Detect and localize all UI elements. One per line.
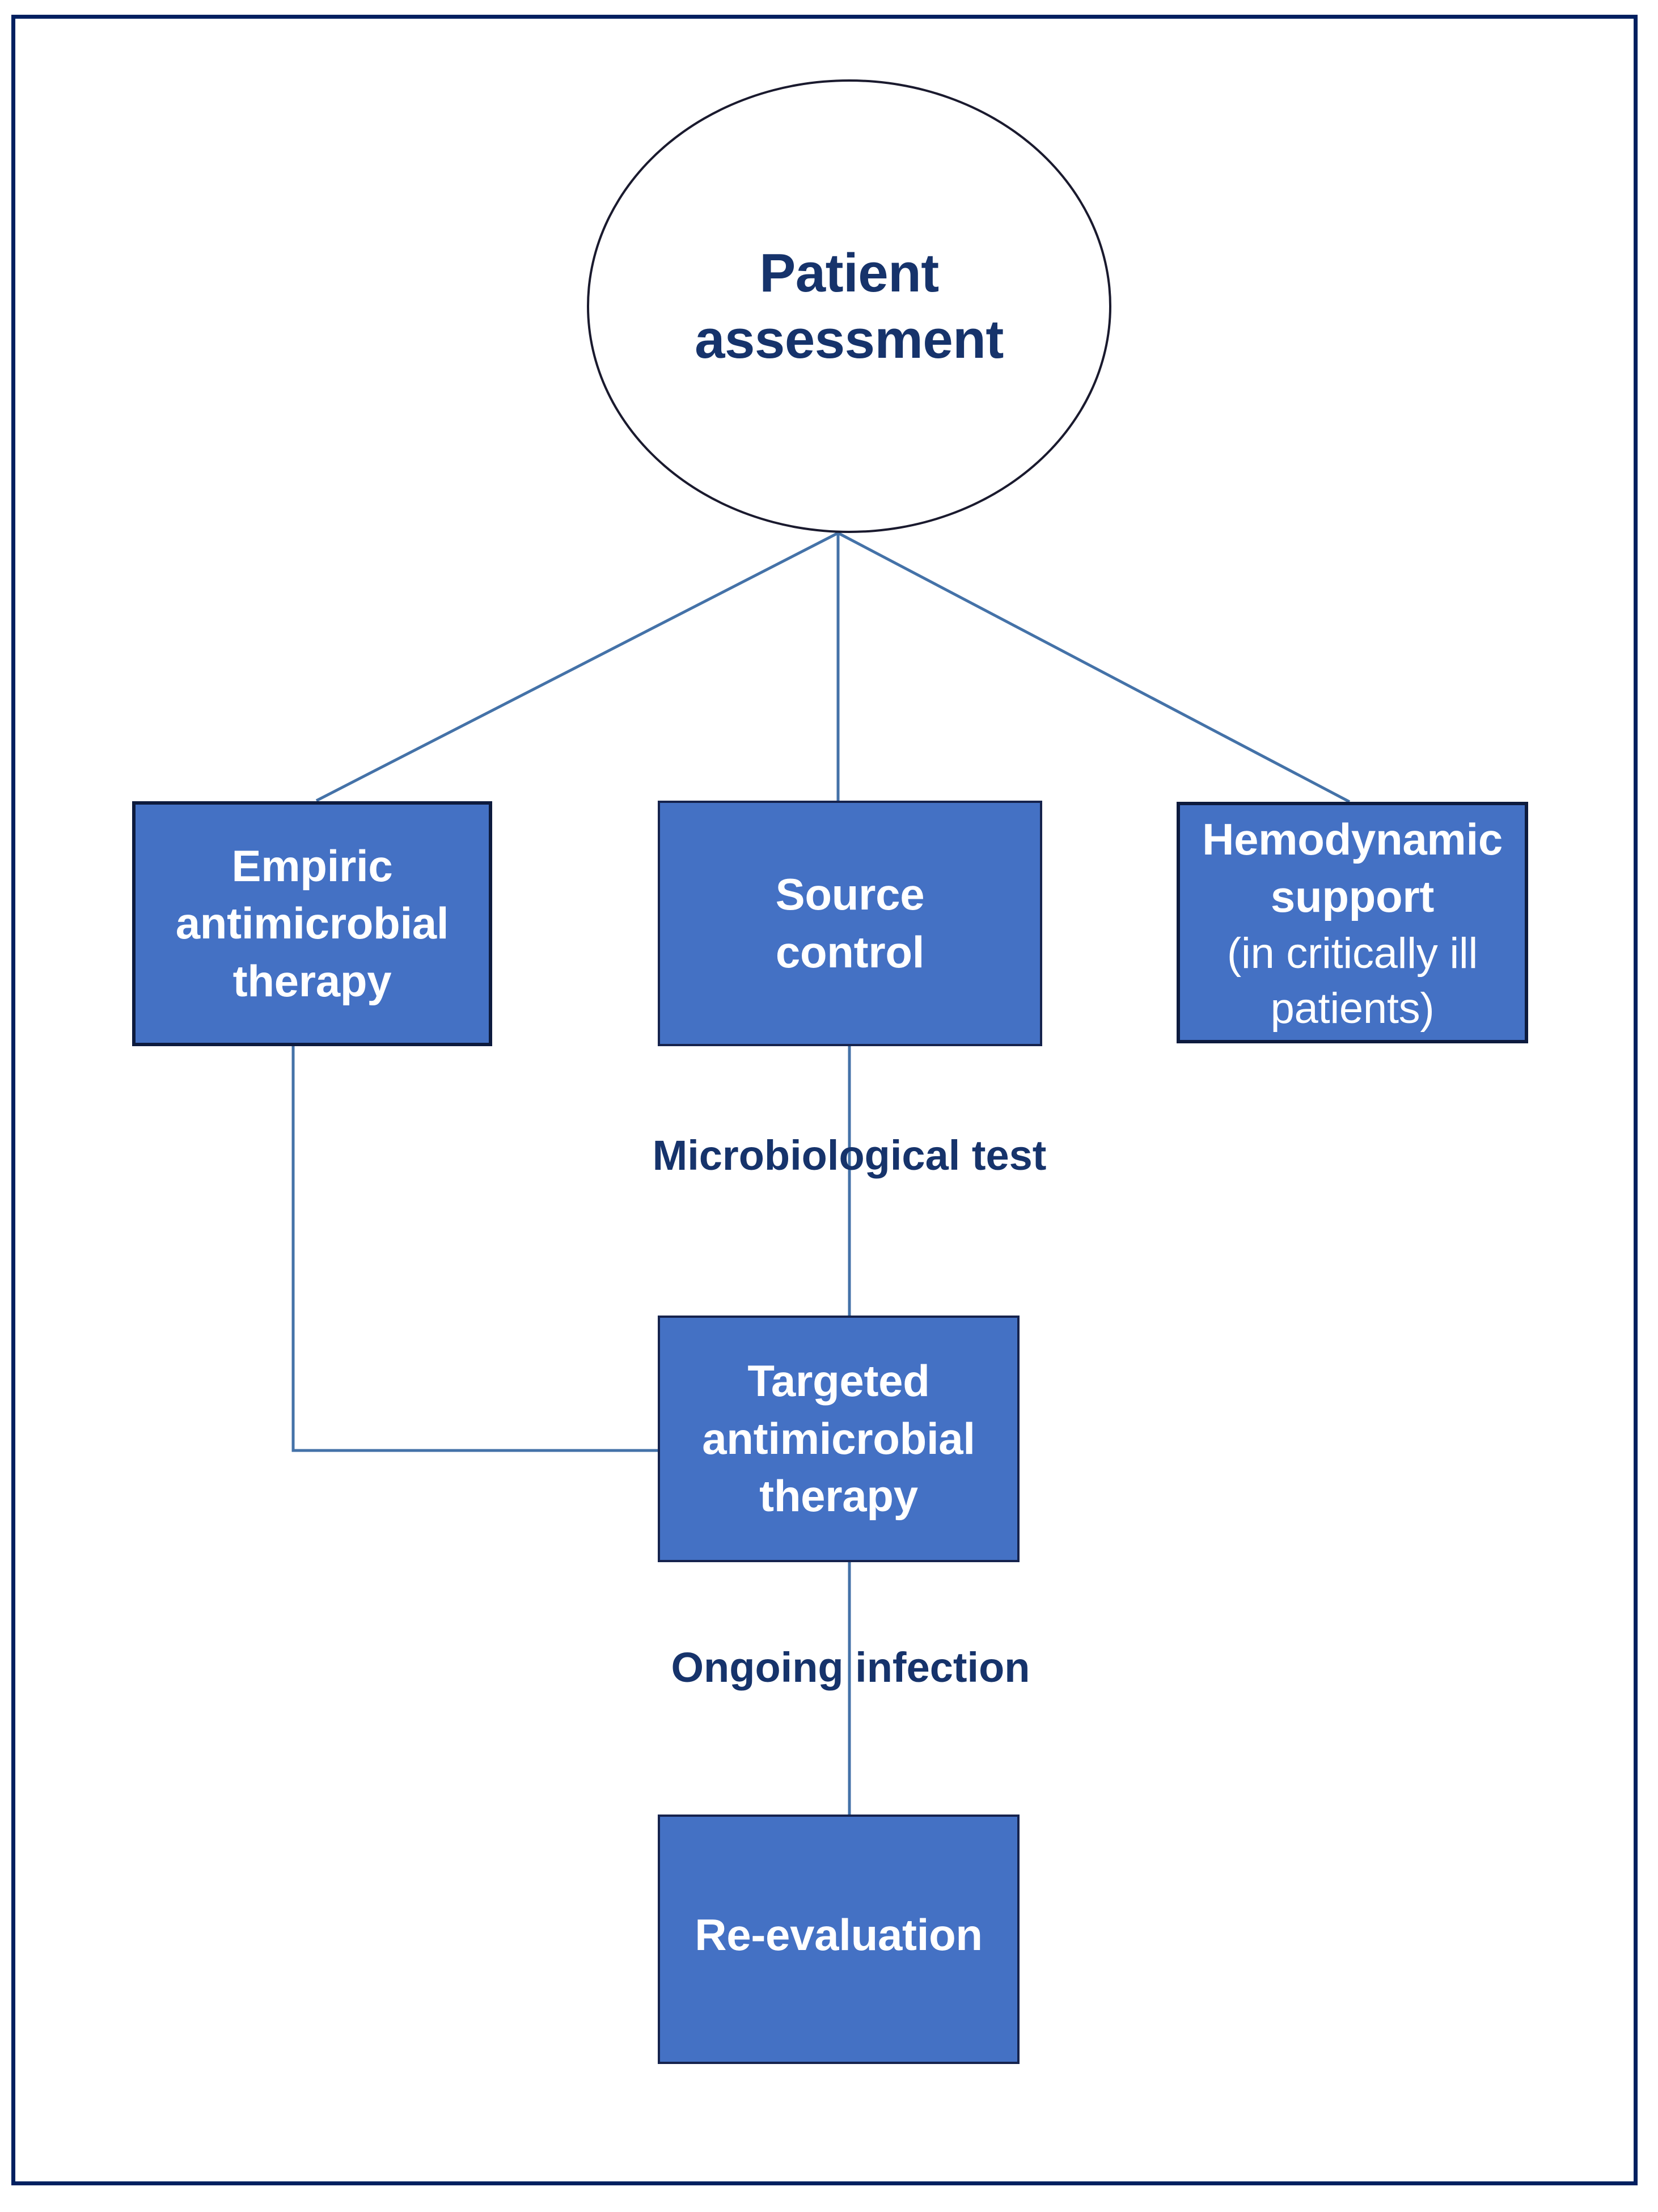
node-targeted-label: Targeted antimicrobial therapy bbox=[702, 1352, 975, 1525]
edge-label-microbiological-test: Microbiological test bbox=[634, 1131, 1065, 1179]
patient-assessment-line1: Patient bbox=[759, 242, 939, 303]
node-reevaluation-label: Re-evaluation bbox=[695, 1906, 983, 1964]
patient-assessment-line2: assessment bbox=[695, 309, 1004, 370]
node-reevaluation[interactable]: Re-evaluation bbox=[658, 1815, 1020, 2064]
hemodynamic-sub2: patients) bbox=[1270, 984, 1435, 1033]
node-empiric-antimicrobial-therapy[interactable]: Empiric antimicrobial therapy bbox=[132, 801, 492, 1046]
empiric-line3: therapy bbox=[232, 955, 392, 1006]
microbiological-test-text: Microbiological test bbox=[652, 1132, 1047, 1179]
empiric-line1: Empiric bbox=[231, 840, 393, 891]
node-hemodynamic-label: Hemodynamic support (in critically ill p… bbox=[1202, 805, 1503, 1036]
node-source-control[interactable]: Source control bbox=[658, 801, 1042, 1046]
reevaluation-line1: Re-evaluation bbox=[695, 1910, 983, 1960]
node-patient-assessment[interactable]: Patient assessment bbox=[587, 79, 1111, 533]
node-hemodynamic-support[interactable]: Hemodynamic support (in critically ill p… bbox=[1177, 802, 1528, 1043]
empiric-line2: antimicrobial bbox=[175, 898, 449, 949]
edge-label-ongoing-infection: Ongoing infection bbox=[646, 1643, 1055, 1691]
outer-border-frame bbox=[11, 15, 1638, 2185]
node-empiric-label: Empiric antimicrobial therapy bbox=[176, 838, 449, 1010]
targeted-line1: Targeted bbox=[747, 1356, 930, 1406]
source-control-line1: Source bbox=[775, 869, 925, 920]
hemodynamic-sub1: (in critically ill bbox=[1226, 929, 1478, 978]
source-control-line2: control bbox=[775, 927, 925, 977]
targeted-line2: antimicrobial bbox=[702, 1413, 975, 1464]
ongoing-infection-text: Ongoing infection bbox=[671, 1644, 1030, 1691]
hemodynamic-line2: support bbox=[1270, 872, 1435, 922]
node-source-control-label: Source control bbox=[776, 866, 925, 981]
targeted-line3: therapy bbox=[759, 1471, 918, 1521]
hemodynamic-line1: Hemodynamic bbox=[1202, 814, 1503, 864]
node-targeted-antimicrobial-therapy[interactable]: Targeted antimicrobial therapy bbox=[658, 1316, 1020, 1562]
node-patient-assessment-label: Patient assessment bbox=[695, 240, 1004, 373]
